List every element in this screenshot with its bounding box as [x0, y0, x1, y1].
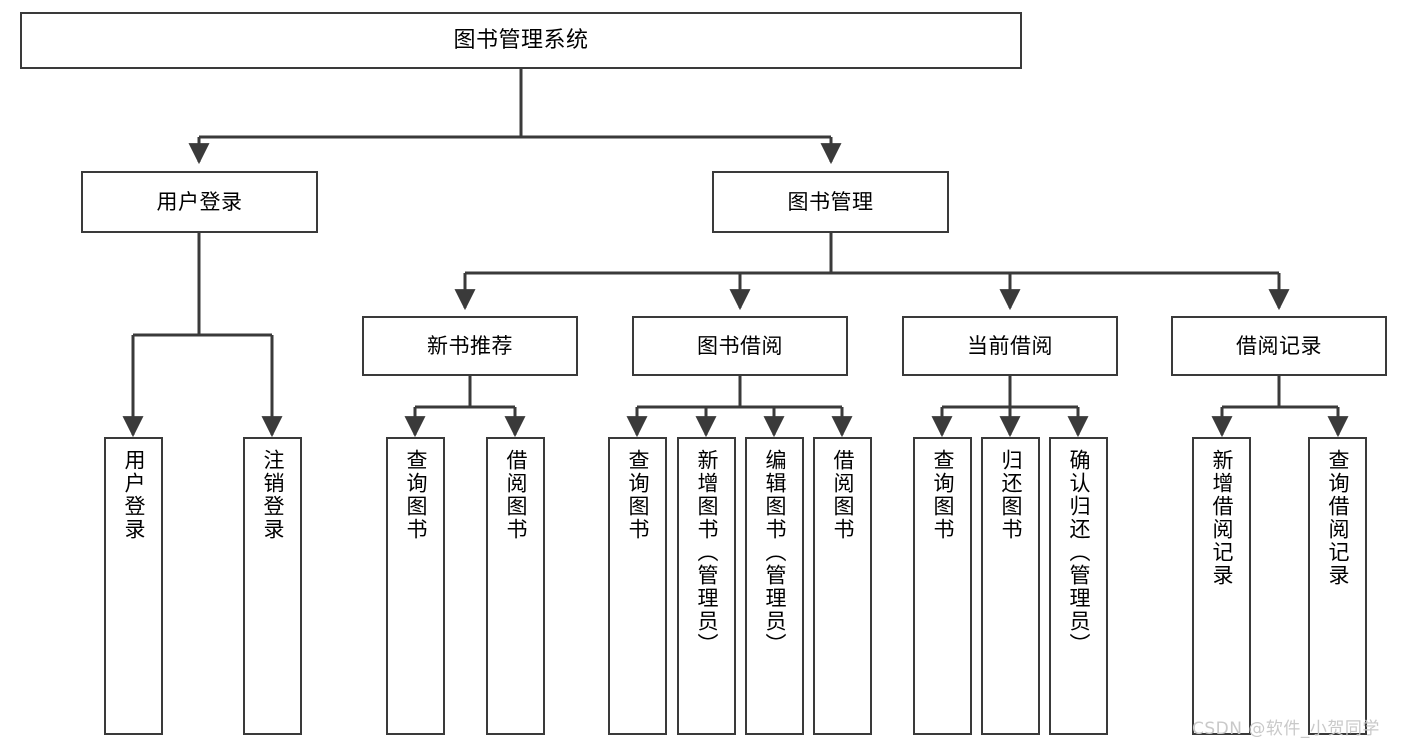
leaf-new-books-query-label: 查询图书 — [404, 449, 428, 541]
leaf-borrow-query-label: 查询图书 — [626, 449, 650, 541]
node-root[interactable]: 图书管理系统 — [20, 12, 1022, 69]
node-borrow-records-label: 借阅记录 — [1236, 333, 1322, 358]
leaf-records-query[interactable]: 查询借阅记录 — [1308, 437, 1367, 735]
leaf-records-add-label: 新增借阅记录 — [1210, 449, 1234, 587]
leaf-current-query[interactable]: 查询图书 — [913, 437, 972, 735]
node-borrow-records[interactable]: 借阅记录 — [1171, 316, 1387, 376]
node-user-login-label: 用户登录 — [156, 189, 243, 214]
leaf-records-query-label: 查询借阅记录 — [1326, 449, 1350, 587]
leaf-new-books-borrow[interactable]: 借阅图书 — [486, 437, 545, 735]
leaf-user-login-signout-label: 注销登录 — [261, 449, 285, 541]
leaf-borrow-add-book-label: 新增图书（管理员） — [695, 449, 719, 656]
leaf-new-books-borrow-label: 借阅图书 — [504, 449, 528, 541]
leaf-current-confirm-return[interactable]: 确认归还（管理员） — [1049, 437, 1108, 735]
leaf-current-query-label: 查询图书 — [931, 449, 955, 541]
leaf-records-add[interactable]: 新增借阅记录 — [1192, 437, 1251, 735]
node-new-book-recommend[interactable]: 新书推荐 — [362, 316, 578, 376]
node-book-management-label: 图书管理 — [787, 189, 874, 214]
node-book-borrow[interactable]: 图书借阅 — [632, 316, 848, 376]
node-book-borrow-label: 图书借阅 — [697, 333, 783, 358]
leaf-borrow-add-book[interactable]: 新增图书（管理员） — [677, 437, 736, 735]
leaf-user-login-signout[interactable]: 注销登录 — [243, 437, 302, 735]
leaf-borrow-edit-book[interactable]: 编辑图书（管理员） — [745, 437, 804, 735]
leaf-new-books-query[interactable]: 查询图书 — [386, 437, 445, 735]
node-current-borrow[interactable]: 当前借阅 — [902, 316, 1118, 376]
node-book-management[interactable]: 图书管理 — [712, 171, 949, 233]
node-root-label: 图书管理系统 — [453, 27, 589, 53]
leaf-borrow-edit-book-label: 编辑图书（管理员） — [763, 449, 787, 656]
leaf-borrow-borrow-book[interactable]: 借阅图书 — [813, 437, 872, 735]
leaf-user-login-signin[interactable]: 用户登录 — [104, 437, 163, 735]
leaf-current-return[interactable]: 归还图书 — [981, 437, 1040, 735]
node-current-borrow-label: 当前借阅 — [967, 333, 1053, 358]
leaf-borrow-borrow-book-label: 借阅图书 — [831, 449, 855, 541]
node-new-book-recommend-label: 新书推荐 — [427, 333, 513, 358]
watermark: CSDN @软件_小贺同学 — [1192, 719, 1380, 739]
leaf-current-return-label: 归还图书 — [999, 449, 1023, 541]
node-user-login[interactable]: 用户登录 — [81, 171, 318, 233]
leaf-user-login-signin-label: 用户登录 — [122, 449, 146, 541]
leaf-current-confirm-return-label: 确认归还（管理员） — [1067, 449, 1091, 656]
leaf-borrow-query[interactable]: 查询图书 — [608, 437, 667, 735]
